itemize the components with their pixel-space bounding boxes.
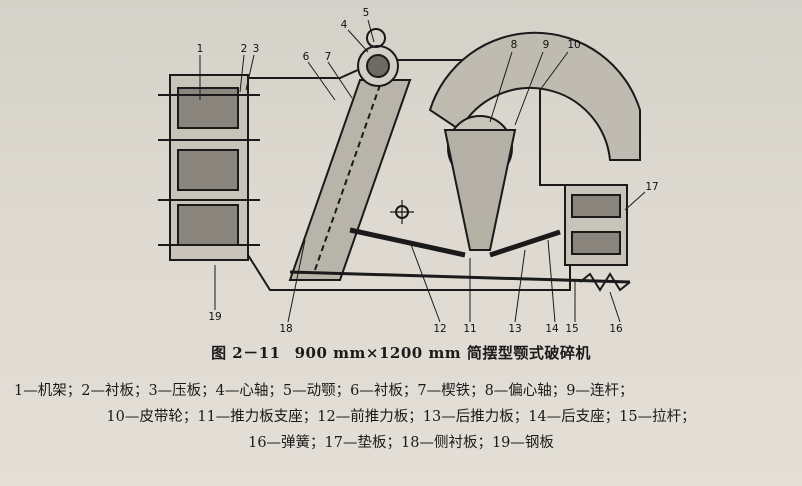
callout-5: 5 [363, 7, 370, 19]
callout-2: 2 [241, 43, 248, 55]
legend-line-1: 1—机架；2—衬板；3—压板；4—心轴；5—动颚；6—衬板；7—楔铁；8—偏心轴… [14, 383, 634, 399]
callout-18: 18 [279, 323, 292, 335]
rear-toggle-plate [489, 229, 561, 258]
callout-13: 13 [508, 323, 521, 335]
callout-8: 8 [511, 39, 518, 51]
callout-12: 12 [433, 323, 446, 335]
callout-7: 7 [325, 51, 332, 63]
callout-15: 15 [565, 323, 578, 335]
spring [579, 272, 631, 292]
callout-16: 16 [609, 323, 623, 335]
callout-19: 19 [208, 311, 221, 323]
callout-3: 3 [253, 43, 260, 55]
front-toggle-plate [349, 227, 466, 258]
figure-label: 图 2－11 [211, 344, 281, 362]
figure-caption: 图 2－11 900 mm×1200 mm 简摆型颚式破碎机 [0, 342, 802, 363]
tie-rod [289, 270, 631, 284]
callout-4: 4 [341, 19, 348, 31]
callout-6: 6 [303, 51, 310, 63]
crusher-drawing: 1 2 3 4 5 6 7 8 9 10 11 12 13 14 15 16 1… [158, 7, 659, 335]
figure-legend: 1—机架；2—衬板；3—压板；4—心轴；5—动颚；6—衬板；7—楔铁；8—偏心轴… [0, 378, 802, 456]
callout-1: 1 [197, 43, 204, 55]
crusher-diagram: 1 2 3 4 5 6 7 8 9 10 11 12 13 14 15 16 1… [140, 0, 660, 335]
figure-title: 900 mm×1200 mm 简摆型颚式破碎机 [294, 344, 591, 362]
frame-outline [247, 59, 571, 291]
legend-line-3: 16—弹簧；17—垫板；18—侧衬板；19—钢板 [248, 435, 554, 451]
moving-jaw [288, 79, 412, 281]
flywheel [428, 31, 641, 161]
pitman [443, 129, 517, 251]
legend-line-2: 10—皮带轮；11—推力板支座；12—前推力板；13—后推力板；14—后支座；1… [106, 409, 696, 425]
callout-10: 10 [567, 39, 580, 51]
callout-14: 14 [545, 323, 559, 335]
callout-11: 11 [463, 323, 476, 335]
callout-9: 9 [543, 39, 550, 51]
callout-17: 17 [645, 181, 658, 193]
